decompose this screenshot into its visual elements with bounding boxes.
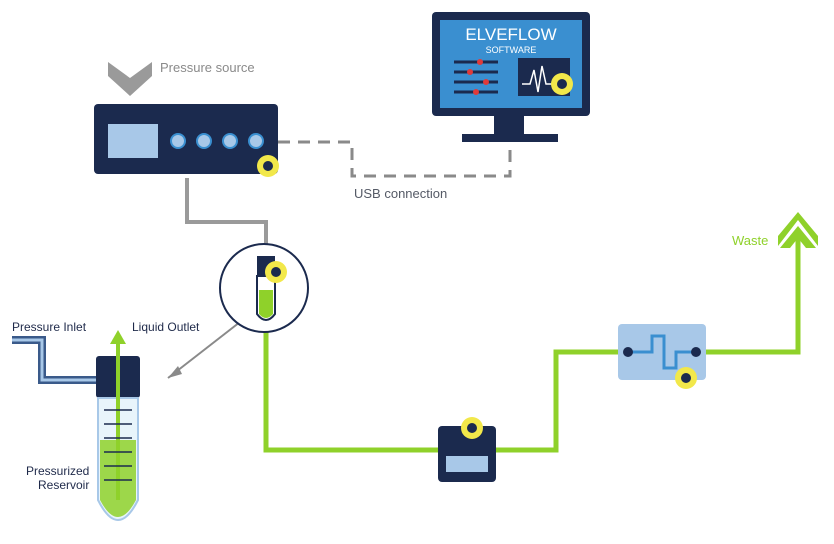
- fluid-path-waste: [706, 236, 801, 355]
- computer-monitor: [432, 12, 590, 142]
- reservoir-label-line2: Reservoir: [38, 478, 90, 492]
- pressure-source-chevron-icon: [108, 62, 152, 96]
- zoom-pointer: [167, 321, 241, 379]
- microfluidic-chip: [618, 324, 706, 389]
- fluid-path: [263, 330, 442, 453]
- fluid-path-2: [496, 349, 620, 453]
- liquid-outlet-label: Liquid Outlet: [132, 320, 200, 334]
- usb-connection-label: USB connection: [354, 186, 448, 201]
- zoom-circle: [219, 243, 309, 333]
- pressure-tube: [185, 178, 268, 250]
- pressure-controller: [94, 104, 279, 177]
- pressurized-reservoir: [12, 330, 140, 521]
- usb-cable: [278, 140, 512, 178]
- reservoir-label-line1: Pressurized: [26, 464, 90, 478]
- flow-sensor: [438, 417, 496, 482]
- waste-label: Waste: [732, 233, 769, 248]
- waste-arrow-icon: [778, 212, 818, 246]
- monitor-subtitle: SOFTWARE: [486, 45, 537, 55]
- monitor-brand: ELVEFLOW: [465, 25, 556, 44]
- pressure-source-label: Pressure source: [160, 60, 255, 75]
- pressure-inlet-label: Pressure Inlet: [12, 320, 87, 334]
- pressurized-reservoir-label: Pressurized Reservoir: [26, 464, 89, 492]
